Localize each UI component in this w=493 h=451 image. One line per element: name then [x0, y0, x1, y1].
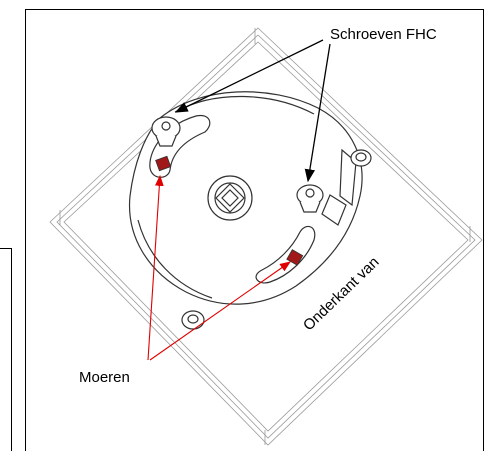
- fhc-screws: [151, 116, 324, 213]
- label-nuts: Moeren: [79, 369, 130, 386]
- nut-arrows: [147, 174, 291, 361]
- nuts: [155, 155, 304, 266]
- base-plate: [49, 27, 483, 446]
- corner-bolts: [181, 149, 372, 330]
- figure-frame: [25, 9, 484, 451]
- adjacent-figure-border: [0, 248, 12, 451]
- center-shaft: [207, 175, 253, 221]
- screw-arrows: [174, 39, 331, 183]
- label-screws: Schroeven FHC: [330, 26, 437, 43]
